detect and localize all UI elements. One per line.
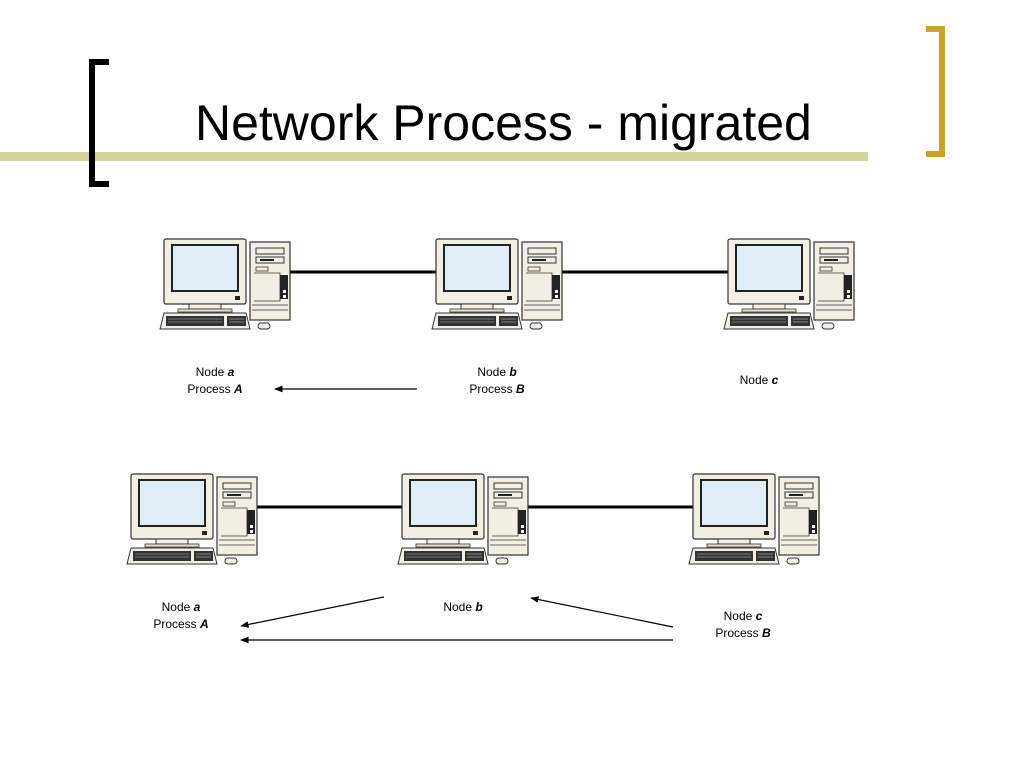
process-id: B [516,382,525,396]
process-word: Process [715,626,759,640]
node-label: Node a Process A [121,599,241,633]
process-word: Process [187,382,231,396]
accent-bar [0,152,868,161]
process-id: A [200,617,209,631]
node-id: c [755,609,763,623]
node-word: Node [723,609,753,623]
process-word: Process [469,382,513,396]
node-label: Node b Process B [437,364,557,398]
node-label: Node a Process A [155,364,275,398]
node-id: a [227,365,235,379]
node-word: Node [195,365,225,379]
node-word: Node [739,373,769,387]
migration-arrow [530,596,674,628]
node-label: Node c Process B [683,608,803,642]
node-id: a [193,600,201,614]
migration-arrow [240,596,385,628]
process-id: A [234,382,243,396]
node-id: c [771,373,779,387]
desktop-computer-icon [126,473,258,565]
node-word: Node [443,600,472,614]
node-label: Node c [699,372,819,389]
desktop-computer-icon [397,473,529,565]
right-bracket [926,26,945,157]
node-id: b [475,600,483,614]
left-bracket [89,59,109,187]
node-id: b [509,365,517,379]
process-word: Process [153,617,197,631]
node-word: Node [477,365,506,379]
node-label: Node b [403,599,523,616]
node-word: Node [161,600,191,614]
desktop-computer-icon [688,473,820,565]
process-id: B [762,626,771,640]
slide-title: Network Process - migrated [195,95,812,151]
